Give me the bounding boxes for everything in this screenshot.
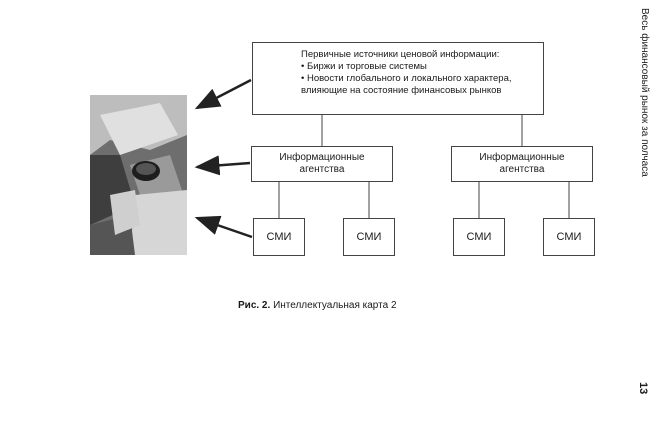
agency-line1: Информационные — [279, 152, 365, 163]
arrow-top — [194, 78, 252, 110]
media-box-1: СМИ — [253, 218, 305, 256]
agency-line1: Информационные — [479, 152, 565, 163]
arrow-middle — [194, 155, 251, 176]
running-title: Весь финансовый рынок за полчаса — [639, 8, 650, 177]
agency-line2: агентства — [299, 164, 345, 175]
figure-caption-text: Интеллектуальная карта 2 — [273, 300, 397, 311]
photo-illustration — [90, 95, 187, 255]
primary-sources-item-news-cont: влияющие на состояние финансовых рынков — [301, 85, 502, 96]
figure-caption: Рис. 2. Интеллектуальная карта 2 — [238, 300, 397, 311]
news-agencies-box-right: Информационные агентства — [451, 146, 593, 182]
figure-caption-label: Рис. 2. — [238, 300, 271, 311]
arrow-bottom — [194, 215, 253, 239]
news-agencies-box-left: Информационные агентства — [251, 146, 393, 182]
primary-sources-box: Первичные источники ценовой информации: … — [252, 42, 544, 115]
media-box-4: СМИ — [543, 218, 595, 256]
page-number: 13 — [637, 382, 649, 395]
media-box-2: СМИ — [343, 218, 395, 256]
primary-sources-title: Первичные источники ценовой информации: — [301, 49, 500, 60]
primary-sources-item-exchanges: • Биржи и торговые системы — [301, 61, 427, 72]
agency-line2: агентства — [499, 164, 545, 175]
media-box-3: СМИ — [453, 218, 505, 256]
primary-sources-item-news: • Новости глобального и локального харак… — [301, 73, 512, 84]
